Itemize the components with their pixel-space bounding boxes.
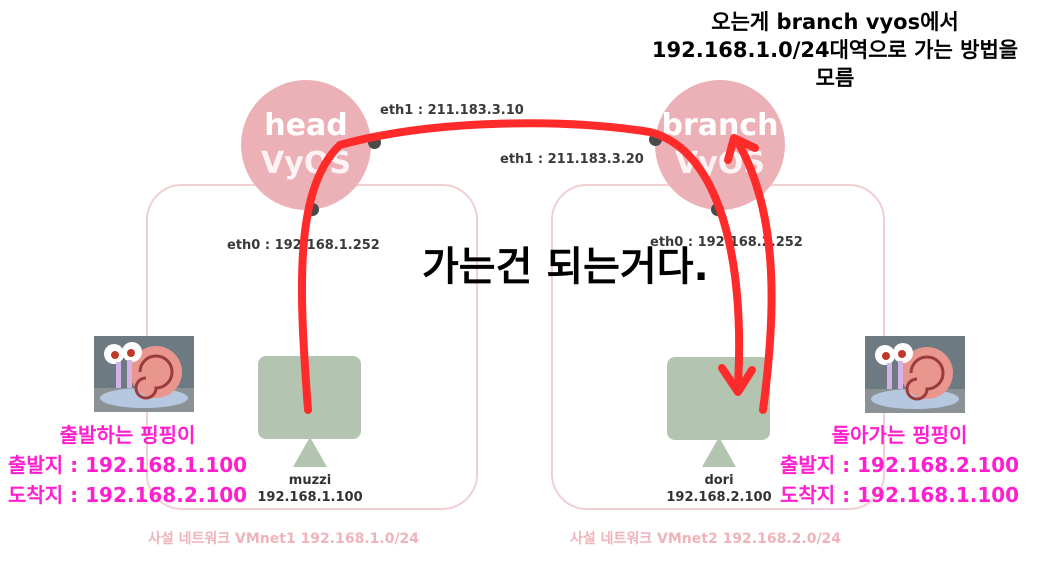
top-note-line3: 모름 [815,66,855,90]
muzzi-host-ip: 192.168.1.100 [257,490,363,505]
right-ping-src: 출발지 : 192.168.2.100 [780,453,1020,477]
outbound-arrowhead [718,364,756,396]
return-arrowhead [724,134,759,164]
top-note-line2: 192.168.1.0/24대역으로 가는 방법을 [651,38,1019,62]
left-ping-src: 출발지 : 192.168.1.100 [8,453,248,477]
dori-host-ip: 192.168.2.100 [666,490,772,505]
top-note: 오는게 branch vyos에서 192.168.1.0/24대역으로 가는 … [620,8,1050,92]
dori-host-label: dori 192.168.2.100 [659,472,779,506]
muzzi-host-name: muzzi [288,473,332,488]
dori-host-name: dori [704,473,734,488]
right-ping-info: 돌아가는 핑핑이 출발지 : 192.168.2.100 도착지 : 192.1… [780,420,1019,510]
head-router-line1: head [264,108,348,143]
left-ping-title: 출발하는 핑핑이 [59,423,196,447]
left-snail-image [94,336,194,412]
big-caption: 가는건 되는거다. [422,244,709,290]
head-eth1-label: eth1 : 211.183.3.10 [380,103,524,118]
muzzi-host-stand [293,437,327,467]
return-ping-arrow [736,142,776,414]
left-network-caption: 사설 네트워크 VMnet1 192.168.1.0/24 [148,531,420,547]
left-ping-dst: 도착지 : 192.168.2.100 [8,483,248,507]
outbound-ping-arrow [297,119,744,414]
right-ping-dst: 도착지 : 192.168.1.100 [780,483,1020,507]
branch-router-line1: branch [661,108,779,143]
right-ping-title: 돌아가는 핑핑이 [831,423,968,447]
right-network-caption: 사설 네트워크 VMnet2 192.168.2.0/24 [570,531,842,547]
dori-host-stand [702,437,736,467]
right-snail-image [865,336,965,413]
branch-eth1-label: eth1 : 211.183.3.20 [500,152,644,167]
muzzi-host-label: muzzi 192.168.1.100 [250,472,370,506]
left-ping-info: 출발하는 핑핑이 출발지 : 192.168.1.100 도착지 : 192.1… [8,420,247,510]
top-note-line1: 오는게 branch vyos에서 [711,10,959,34]
